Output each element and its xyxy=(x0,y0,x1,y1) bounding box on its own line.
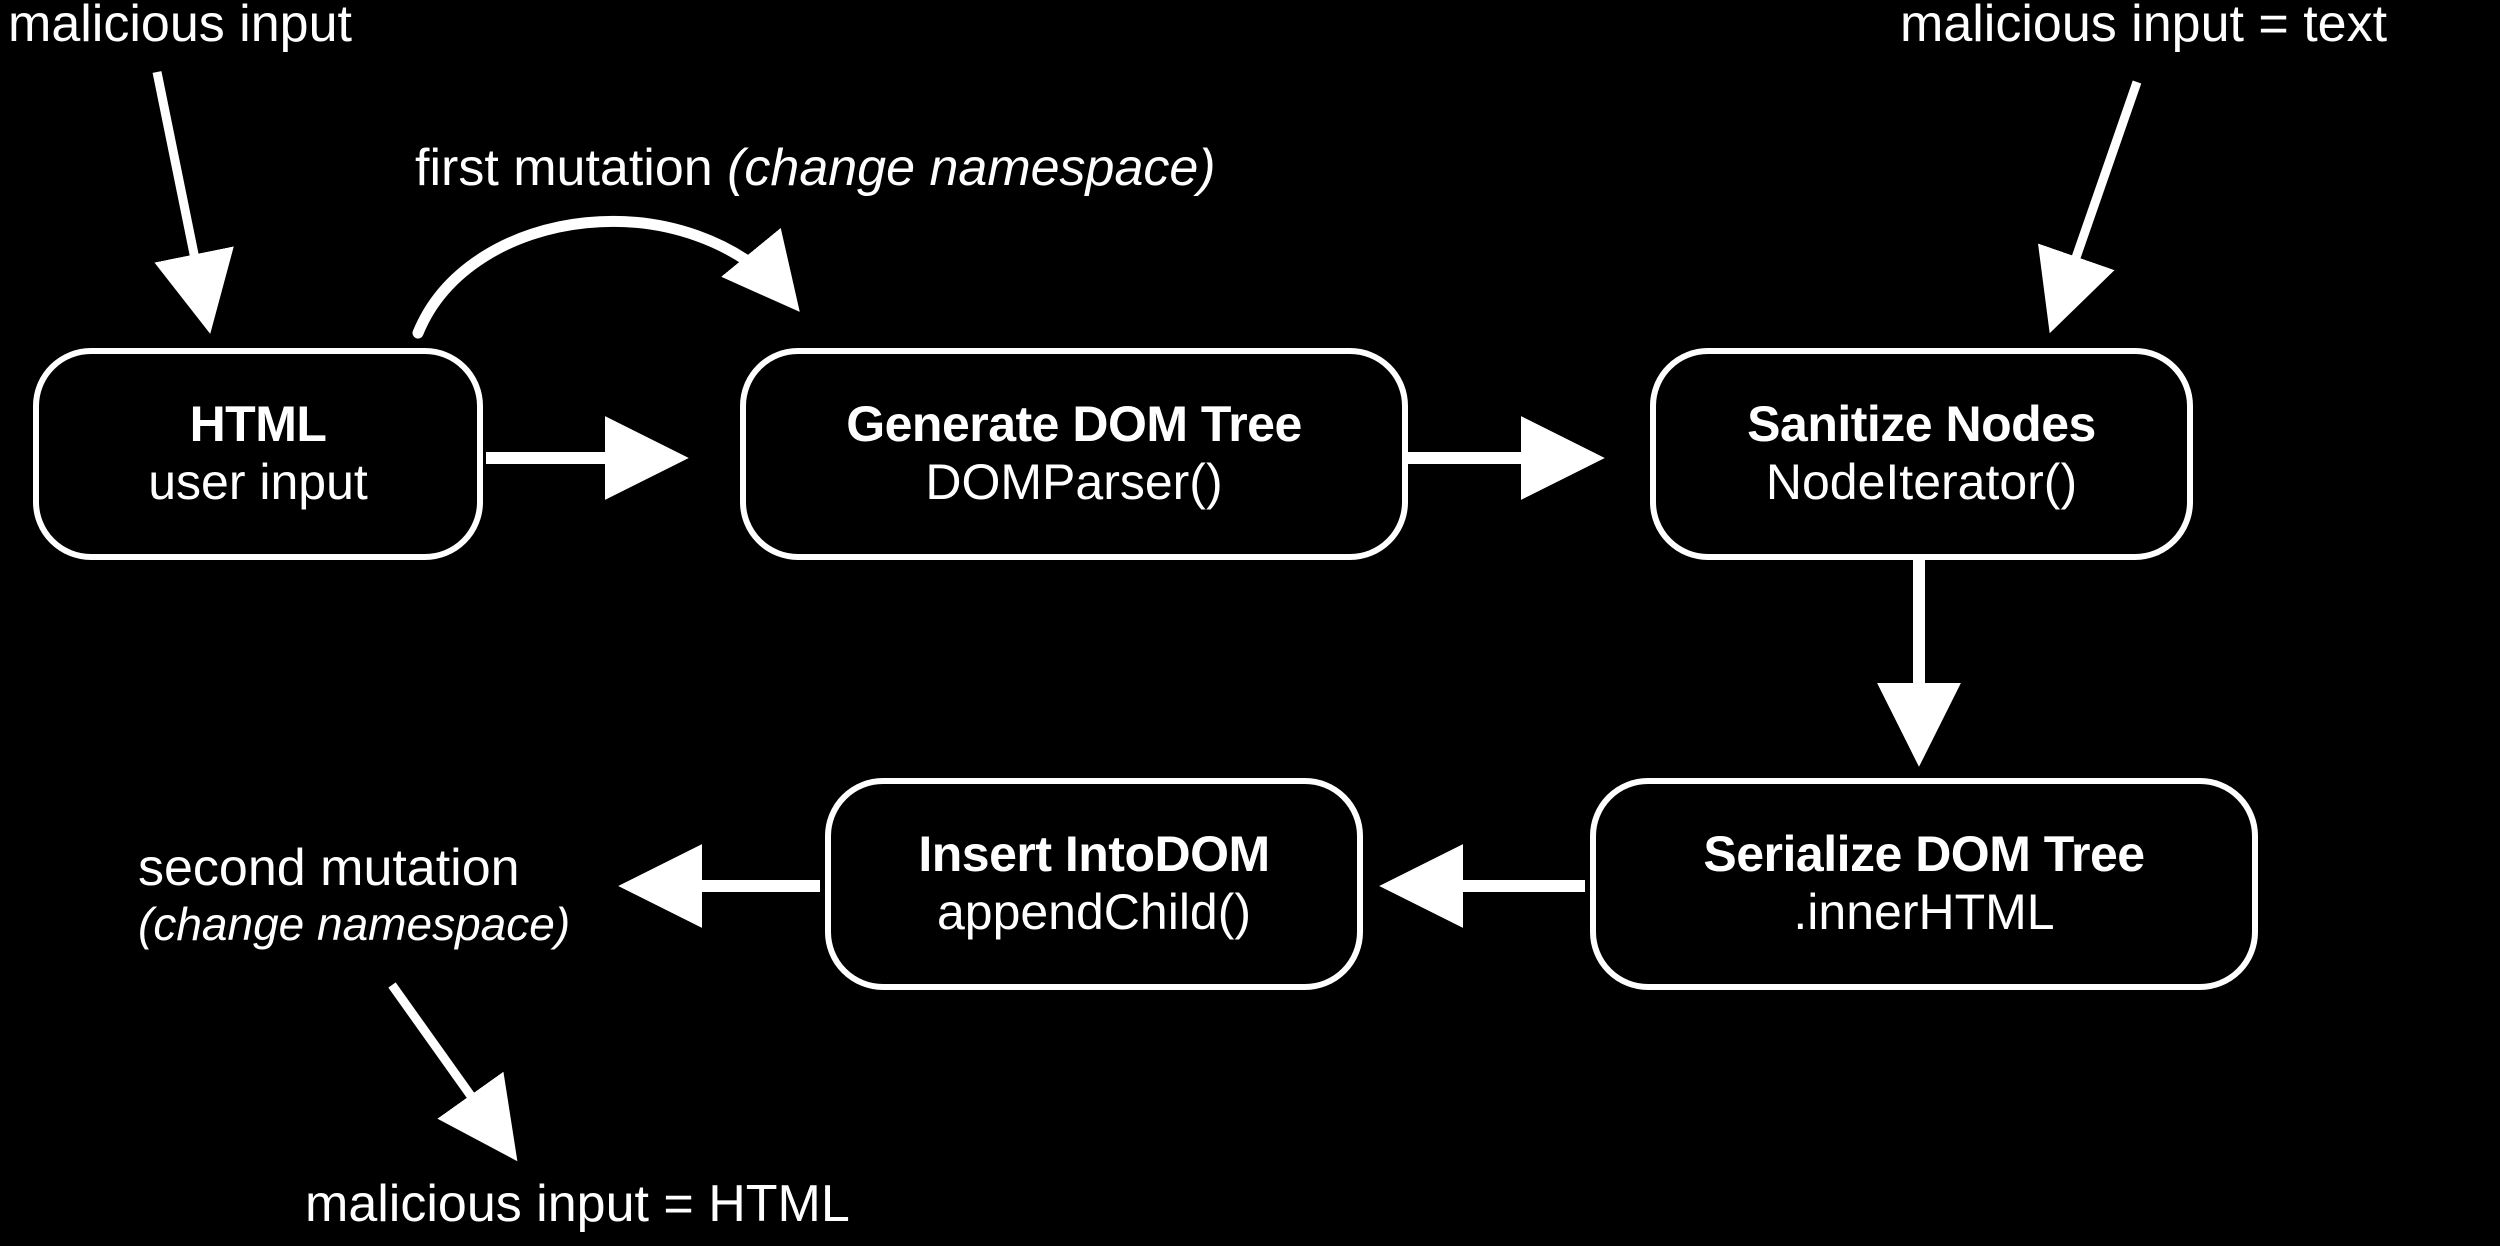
caption-malicious-input-top-right: malicious input = text xyxy=(1900,0,2388,53)
node-insert-into-dom[interactable]: Insert IntoDOM appendChild() xyxy=(825,778,1363,990)
arrow-malicious-input-to-html xyxy=(152,71,234,334)
node-html-title: HTML xyxy=(189,395,327,452)
caption-second-mutation: second mutation (change namespace) xyxy=(138,839,571,951)
node-sanitize-nodes[interactable]: Sanitize Nodes NodeIterator() xyxy=(1650,348,2193,560)
node-html-subtitle: user input xyxy=(148,454,368,511)
arrow-second-mutation-to-malicious-html xyxy=(388,982,518,1162)
node-sanitize-nodes-subtitle: NodeIterator() xyxy=(1765,454,2078,511)
caption-malicious-input-top-left: malicious input xyxy=(8,0,352,53)
node-html[interactable]: HTML user input xyxy=(33,348,483,560)
node-insert-into-dom-title: Insert IntoDOM xyxy=(918,825,1270,882)
node-insert-into-dom-subtitle: appendChild() xyxy=(936,884,1252,941)
node-generate-dom-tree[interactable]: Generate DOM Tree DOMParser() xyxy=(740,348,1408,560)
arrow-first-mutation-curved xyxy=(412,215,800,339)
node-generate-dom-tree-title: Generate DOM Tree xyxy=(846,395,1302,452)
caption-second-mutation-note: (change namespace) xyxy=(138,898,571,951)
caption-first-mutation-label: first mutation xyxy=(415,139,728,197)
node-serialize-dom-tree-title: Serialize DOM Tree xyxy=(1703,825,2145,882)
caption-malicious-input-bottom: malicious input = HTML xyxy=(305,1175,850,1233)
arrow-malicious-input-to-sanitize xyxy=(2038,80,2142,334)
node-generate-dom-tree-subtitle: DOMParser() xyxy=(925,454,1223,511)
node-serialize-dom-tree[interactable]: Serialize DOM Tree .innerHTML xyxy=(1590,778,2258,990)
caption-first-mutation-note: (change namespace) xyxy=(727,139,1216,197)
node-serialize-dom-tree-subtitle: .innerHTML xyxy=(1793,884,2055,941)
caption-first-mutation: first mutation (change namespace) xyxy=(415,139,1216,197)
caption-second-mutation-label: second mutation xyxy=(138,839,520,897)
node-sanitize-nodes-title: Sanitize Nodes xyxy=(1747,395,2096,452)
